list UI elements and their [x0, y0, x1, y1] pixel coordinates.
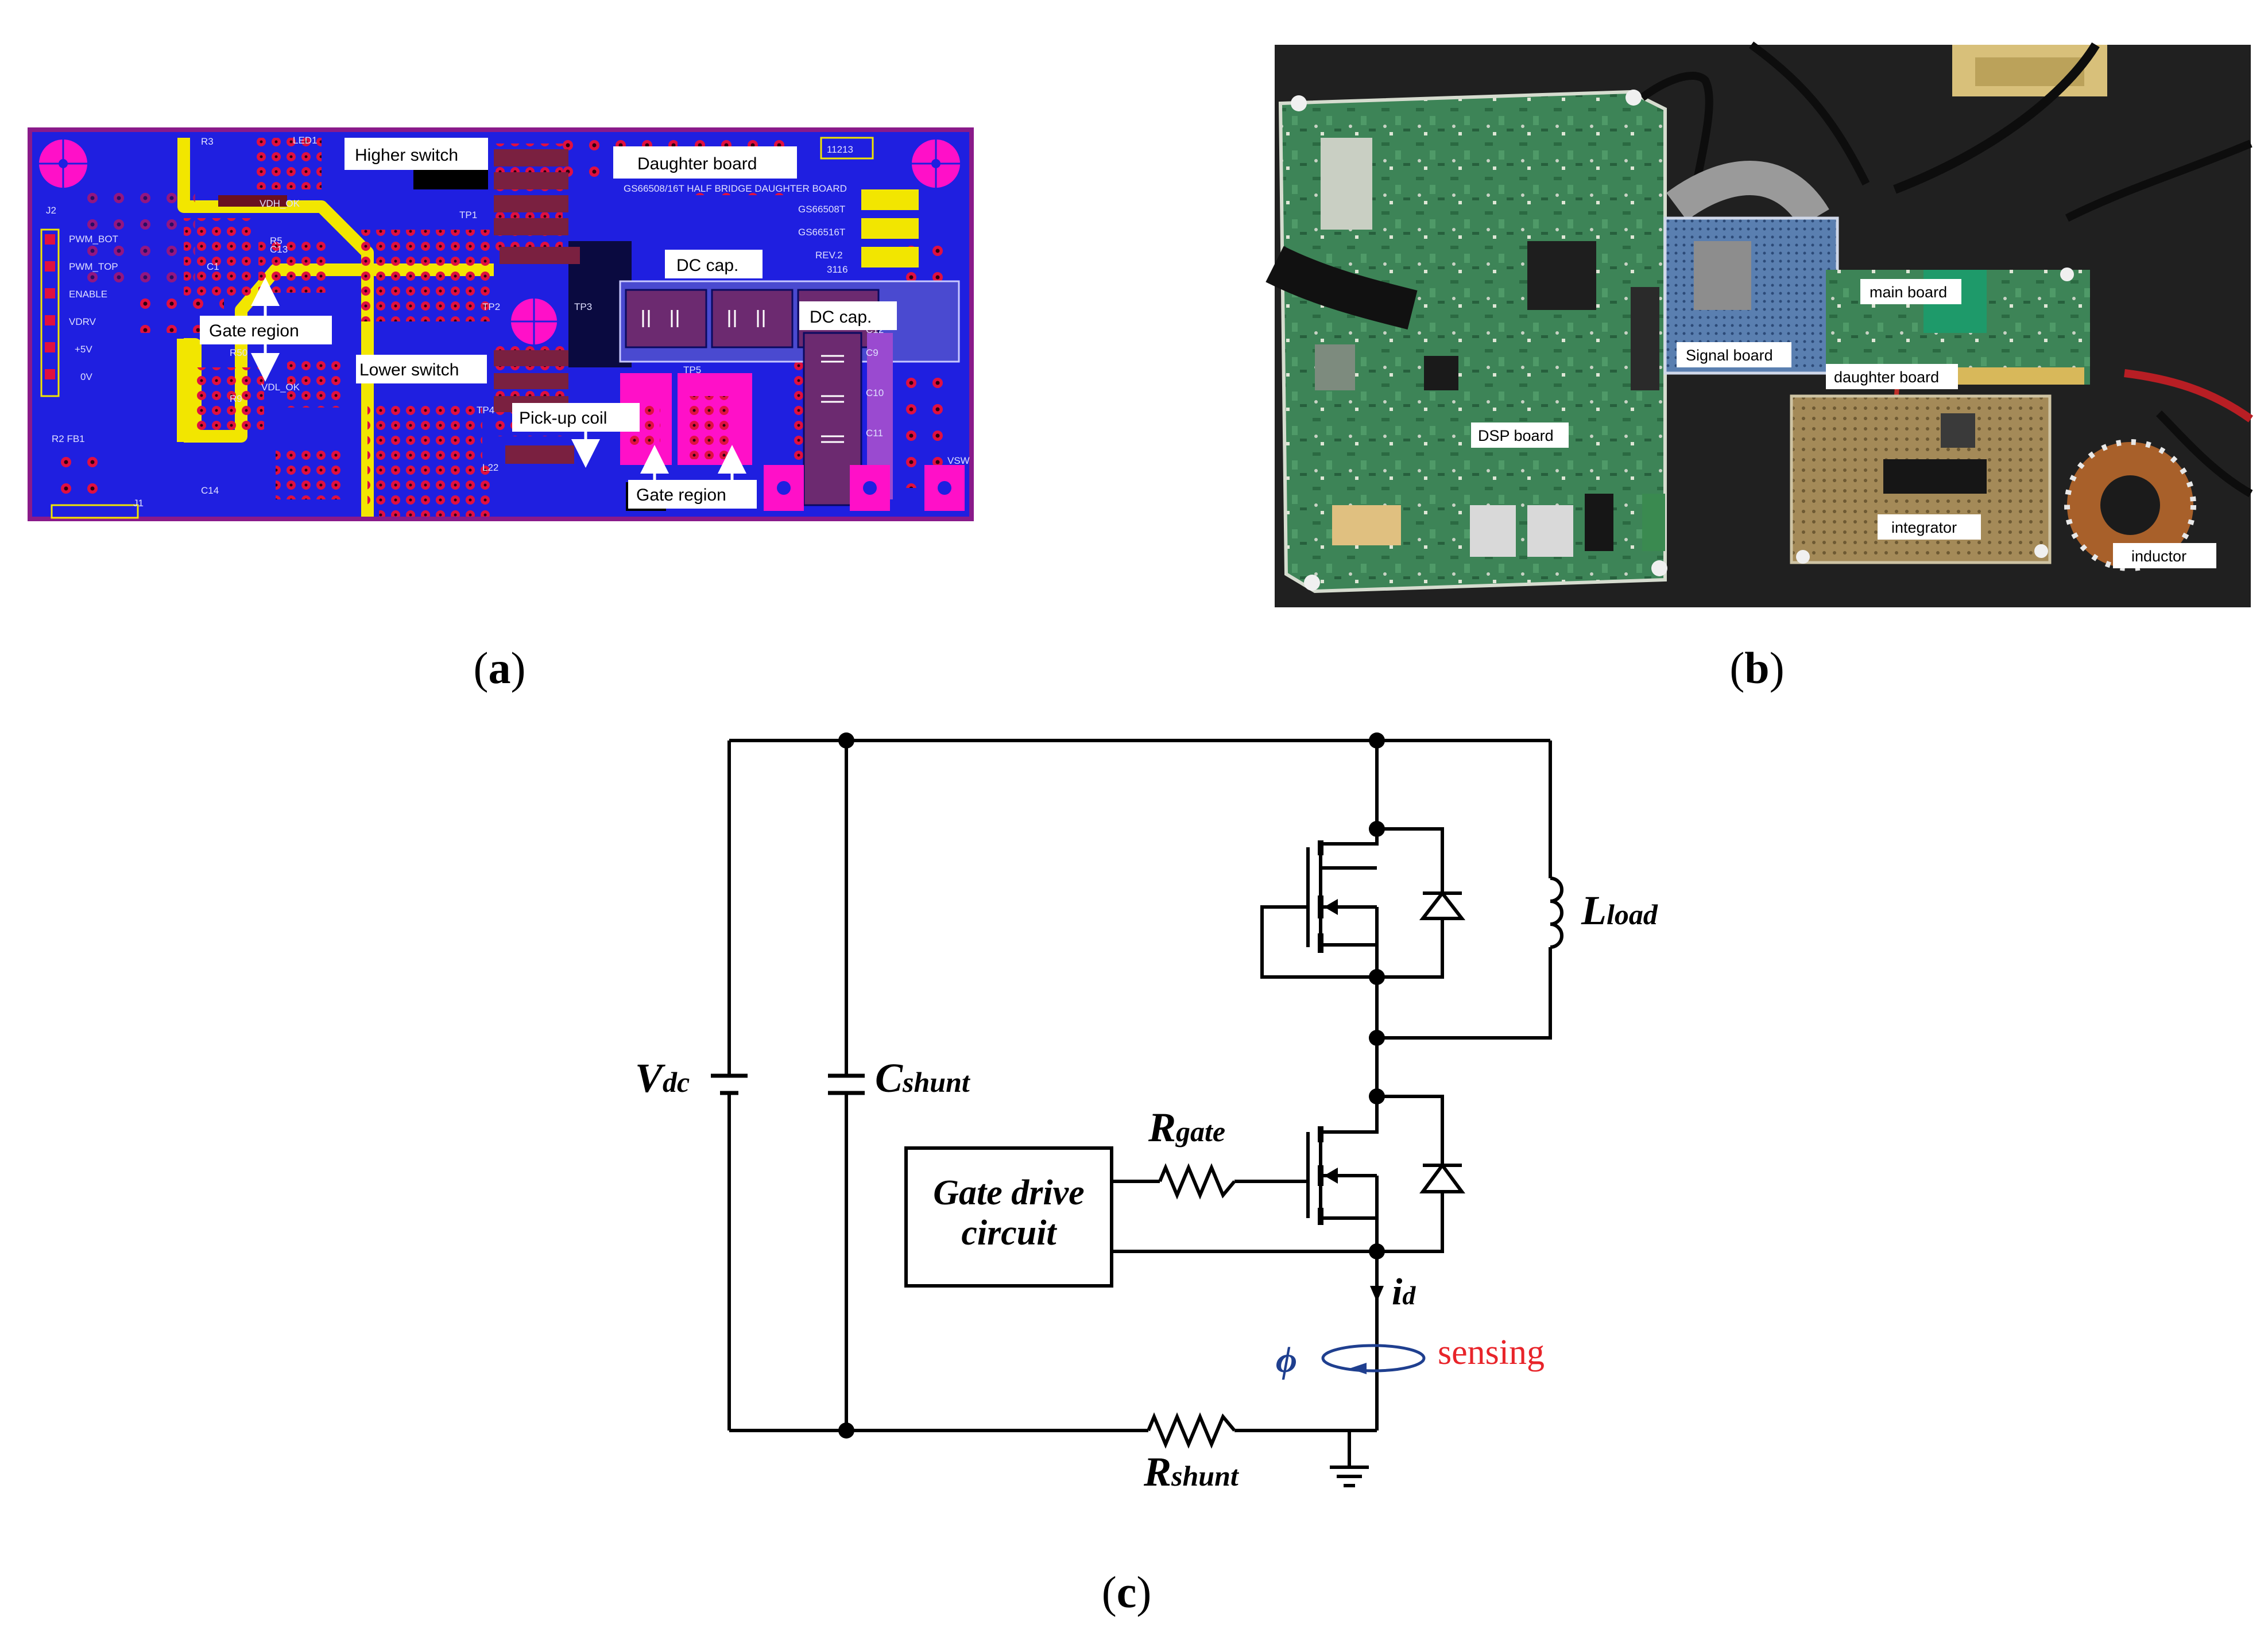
vdc-battery-icon	[711, 741, 748, 1430]
silk-tp5: TP5	[683, 365, 701, 375]
label-gate-region-2: Gate region	[636, 486, 726, 505]
silk-r2: R2 FB1	[52, 433, 85, 444]
label-sensing: sensing	[1438, 1333, 1545, 1372]
label-rgate: Rgate	[1148, 1104, 1225, 1150]
label-rshunt: Rshunt	[1143, 1449, 1240, 1495]
silk-rev: REV.2	[815, 250, 843, 261]
label-cshunt: Cshunt	[875, 1055, 971, 1101]
silk-vsw: VSW	[947, 455, 970, 466]
cshunt-capacitor-icon	[828, 741, 865, 1430]
silk-r9: R9	[230, 393, 242, 404]
silk-board-title: GS66508/16T HALF BRIDGE DAUGHTER BOARD	[624, 183, 847, 194]
label-lload: Lload	[1581, 887, 1658, 933]
silk-plus5v: +5V	[75, 344, 92, 355]
silk-c10: C10	[866, 387, 884, 398]
label-inductor: inductor	[2131, 548, 2186, 565]
mounting-hole-icon	[912, 139, 960, 188]
lower-mosfet-icon	[1306, 1096, 1379, 1251]
silk-tp2: TP2	[482, 301, 500, 312]
dsp-board-photo	[1278, 90, 1667, 594]
caption-a: (a)	[474, 643, 526, 693]
rshunt-resistor-icon	[1147, 1412, 1236, 1449]
label-gate-region-1: Gate region	[209, 321, 299, 340]
gate-drive-line1: Gate drive	[933, 1173, 1084, 1212]
arrow-icon	[251, 277, 746, 480]
silk-c11: C11	[866, 428, 883, 439]
gate-drive-line2: circuit	[961, 1214, 1057, 1253]
silk-0v: 0V	[80, 371, 92, 382]
silk-tp3: TP3	[574, 301, 592, 312]
silk-r50: R50	[230, 347, 247, 358]
lload-inductor-icon	[1377, 741, 1563, 1040]
label-pickup-coil: Pick-up coil	[519, 409, 607, 428]
label-main-board: main board	[1870, 284, 1947, 301]
silk-l22: L22	[482, 462, 498, 473]
silk-r3: R3	[201, 136, 214, 147]
caption-b: (b)	[1729, 643, 1784, 693]
silk-part2: GS66516T	[798, 227, 845, 238]
silk-rev-code: 3116	[827, 264, 848, 275]
gate-drive-circuit-box	[904, 1146, 1113, 1288]
label-integrator: integrator	[1891, 519, 1957, 536]
label-daughter-board: Daughter board	[637, 154, 757, 173]
label-id: id	[1392, 1271, 1416, 1313]
silk-r5: R5	[270, 235, 282, 246]
caption-c: (c)	[1102, 1567, 1152, 1617]
rgate-resistor-icon	[1112, 1163, 1308, 1200]
label-phi: ϕ	[1276, 1339, 1297, 1380]
silk-c1: C1	[207, 261, 219, 272]
panel-b-photo: DSP board Signal board main board daught…	[1265, 41, 2254, 607]
label-lower-switch: Lower switch	[359, 360, 459, 379]
silk-vdh-ok: VDH_OK	[260, 198, 300, 209]
panel-a-pcb: J2 PWM_BOT PWM_TOP ENABLE VDRV +5V 0V R2…	[28, 127, 974, 521]
silk-tp4: TP4	[477, 405, 494, 416]
silk-part1: GS66508T	[798, 204, 845, 215]
silk-vdrv: VDRV	[69, 316, 96, 327]
j2-connector	[40, 228, 60, 397]
panel-c-schematic: Vdc Cshunt	[635, 732, 1658, 1495]
node-dot	[838, 1422, 854, 1439]
ground-icon	[1330, 1430, 1369, 1487]
silk-led: LED1	[293, 135, 318, 146]
label-higher-switch: Higher switch	[355, 146, 458, 165]
sensing-coil-icon	[1321, 1344, 1426, 1374]
silk-vdl-ok: VDL_OK	[261, 382, 300, 393]
silk-j2: J2	[46, 205, 56, 216]
upper-mosfet-icon	[1260, 829, 1379, 979]
node-dot	[838, 732, 854, 749]
current-arrow-icon	[1370, 1286, 1384, 1302]
silk-code: 11213	[827, 144, 853, 155]
label-vdc: Vdc	[635, 1055, 690, 1101]
label-dc-cap-2: DC cap.	[810, 308, 872, 327]
label-signal-board: Signal board	[1686, 347, 1773, 364]
silk-c14: C14	[201, 485, 219, 496]
label-daughter-board-photo: daughter board	[1834, 369, 1939, 386]
label-dc-cap-1: DC cap.	[676, 256, 738, 275]
inductor-toroid-icon	[2064, 439, 2196, 571]
lower-diode-icon	[1377, 1095, 1465, 1253]
silk-tp1: TP1	[459, 210, 477, 220]
silk-c13: C13	[270, 244, 288, 255]
mounting-hole-icon	[39, 139, 87, 188]
label-dsp-board: DSP board	[1478, 427, 1554, 444]
silk-c9: C9	[866, 347, 878, 358]
mounting-hole-icon	[511, 298, 557, 344]
silk-j1: J1	[133, 498, 144, 509]
upper-diode-icon	[1377, 827, 1466, 979]
